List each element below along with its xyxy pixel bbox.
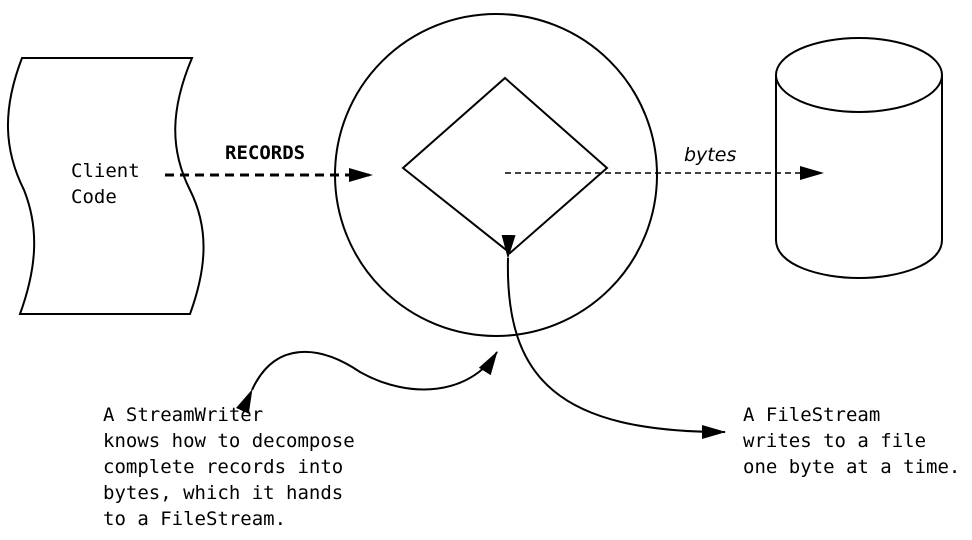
note-line: one byte at a time. <box>743 456 961 478</box>
streamwriter-note: A StreamWriter knows how to decompose comp… <box>103 402 355 532</box>
streamwriter-circle <box>334 13 658 337</box>
note-line: A StreamWriter <box>103 404 264 426</box>
note-line: complete records into <box>103 456 344 478</box>
client-code-shape <box>7 57 205 315</box>
note-line: knows how to decompose <box>103 430 355 452</box>
filestream-note: A FileStream writes to a file one byte at … <box>743 402 960 480</box>
bytes-label: bytes <box>684 144 737 166</box>
note-line: to a FileStream. <box>103 508 287 530</box>
client-code-label: Client Code <box>71 158 140 210</box>
filestream-pointer-arrow <box>501 234 726 439</box>
note-line: writes to a file <box>743 430 927 452</box>
records-label: RECORDS <box>225 142 306 164</box>
note-line: bytes, which it hands <box>103 482 344 504</box>
streamwriter-pointer-arrow <box>236 350 498 414</box>
client-line-2: Code <box>71 186 117 208</box>
note-line: A FileStream <box>743 404 881 426</box>
client-line-1: Client <box>71 160 140 182</box>
filestream-diamond <box>401 76 609 255</box>
file-cylinder <box>775 37 943 280</box>
